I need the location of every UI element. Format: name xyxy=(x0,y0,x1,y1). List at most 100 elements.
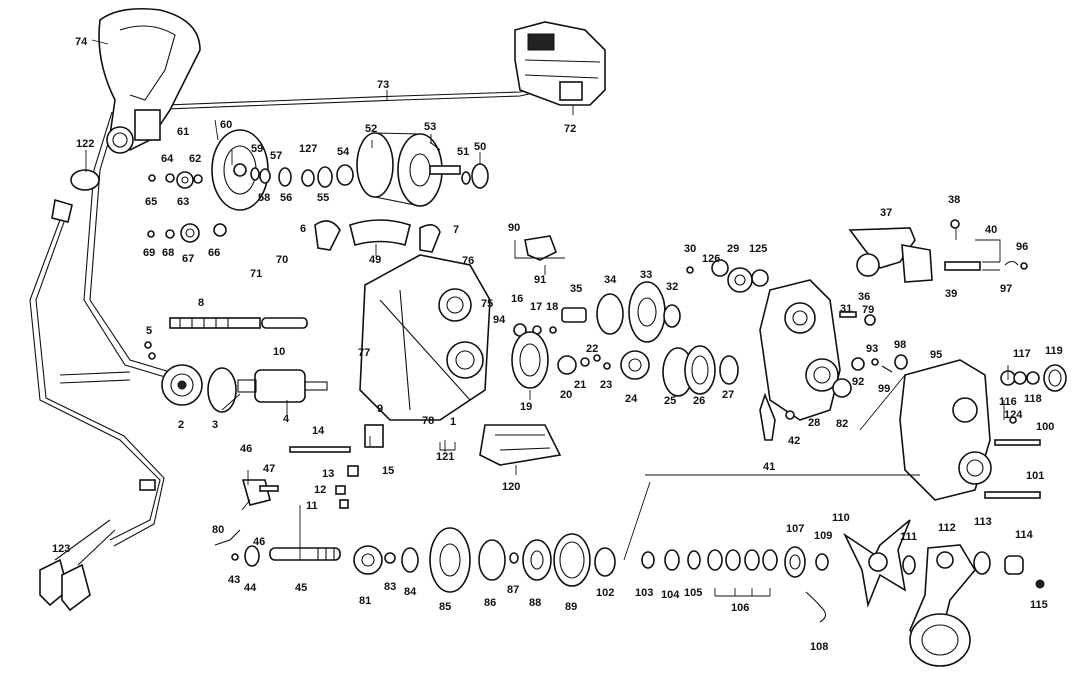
label-101: 101 xyxy=(1026,470,1044,482)
label-98: 98 xyxy=(894,339,906,351)
small-gears-left xyxy=(147,171,227,243)
label-105: 105 xyxy=(684,587,702,599)
part-72-top-housing xyxy=(514,21,606,106)
label-59: 59 xyxy=(251,143,263,155)
label-46b: 46 xyxy=(253,536,265,548)
label-127: 127 xyxy=(299,143,317,155)
label-30: 30 xyxy=(684,243,696,255)
label-97: 97 xyxy=(1000,283,1012,295)
label-106: 106 xyxy=(731,602,749,614)
label-17: 17 xyxy=(530,301,542,313)
label-39: 39 xyxy=(945,288,957,300)
label-56: 56 xyxy=(280,192,292,204)
label-124: 124 xyxy=(1004,409,1023,421)
label-112: 112 xyxy=(938,522,956,534)
label-42: 42 xyxy=(788,435,800,447)
label-60: 60 xyxy=(220,119,232,131)
label-37: 37 xyxy=(880,207,892,219)
label-2: 2 xyxy=(178,419,184,431)
label-10: 10 xyxy=(273,346,285,358)
side-cover-assembly xyxy=(899,359,1067,501)
label-117: 117 xyxy=(1013,348,1031,360)
label-125: 125 xyxy=(749,243,767,255)
label-38: 38 xyxy=(948,194,960,206)
label-67: 67 xyxy=(182,253,194,265)
label-61: 61 xyxy=(177,126,189,138)
label-84: 84 xyxy=(404,586,417,598)
bottom-middle-parts xyxy=(478,533,829,623)
label-108: 108 xyxy=(810,641,828,653)
label-118: 118 xyxy=(1024,393,1042,405)
label-121: 121 xyxy=(436,451,454,463)
label-24: 24 xyxy=(625,393,638,405)
label-73: 73 xyxy=(377,79,389,91)
main-frame xyxy=(314,219,562,466)
label-62: 62 xyxy=(189,153,201,165)
label-99: 99 xyxy=(878,383,890,395)
label-107: 107 xyxy=(786,523,804,535)
label-111: 111 xyxy=(900,531,917,543)
label-4: 4 xyxy=(283,413,290,425)
label-91: 91 xyxy=(534,274,546,286)
label-68: 68 xyxy=(162,247,174,259)
label-33: 33 xyxy=(640,269,652,281)
label-51: 51 xyxy=(457,146,469,158)
bottom-left-parts xyxy=(214,479,471,593)
label-27: 27 xyxy=(722,389,734,401)
label-47: 47 xyxy=(263,463,275,475)
label-69: 69 xyxy=(143,247,155,259)
label-123: 123 xyxy=(52,543,70,555)
label-89: 89 xyxy=(565,601,577,613)
label-53: 53 xyxy=(424,121,436,133)
power-cord xyxy=(39,169,156,612)
label-58: 58 xyxy=(258,192,270,204)
label-29: 29 xyxy=(727,243,739,255)
label-94: 94 xyxy=(493,314,506,326)
label-44: 44 xyxy=(244,582,257,594)
label-46a: 46 xyxy=(240,443,252,455)
label-88: 88 xyxy=(529,597,541,609)
label-15: 15 xyxy=(382,465,394,477)
label-14: 14 xyxy=(312,425,325,437)
label-65: 65 xyxy=(145,196,157,208)
label-114: 114 xyxy=(1015,529,1034,541)
label-16: 16 xyxy=(511,293,523,305)
label-81: 81 xyxy=(359,595,371,607)
label-64: 64 xyxy=(161,153,174,165)
handle-assembly xyxy=(842,519,1045,667)
label-90: 90 xyxy=(508,222,520,234)
label-9: 9 xyxy=(377,403,383,415)
label-110: 110 xyxy=(832,512,850,524)
part-74-frame xyxy=(98,7,201,154)
label-79: 79 xyxy=(862,304,874,316)
label-34: 34 xyxy=(604,274,617,286)
label-126: 126 xyxy=(702,253,720,265)
label-3: 3 xyxy=(212,419,218,431)
label-116: 116 xyxy=(999,396,1017,408)
label-36: 36 xyxy=(858,291,870,303)
label-12: 12 xyxy=(314,484,326,496)
label-50: 50 xyxy=(474,141,486,153)
label-96: 96 xyxy=(1016,241,1028,253)
label-35: 35 xyxy=(570,283,582,295)
right-side-frame xyxy=(686,219,1028,441)
label-102: 102 xyxy=(596,587,614,599)
label-21: 21 xyxy=(574,379,586,391)
label-31: 31 xyxy=(840,303,852,315)
gear-train-middle xyxy=(511,281,739,397)
label-100: 100 xyxy=(1036,421,1054,433)
label-104: 104 xyxy=(661,589,680,601)
label-70: 70 xyxy=(276,254,288,266)
label-86: 86 xyxy=(484,597,496,609)
label-19: 19 xyxy=(520,401,532,413)
label-22: 22 xyxy=(586,343,598,355)
label-122: 122 xyxy=(76,138,94,150)
label-32: 32 xyxy=(666,281,678,293)
label-92: 92 xyxy=(852,376,864,388)
label-103: 103 xyxy=(635,587,653,599)
label-77: 77 xyxy=(358,347,370,359)
label-80: 80 xyxy=(212,524,224,536)
label-87: 87 xyxy=(507,584,519,596)
